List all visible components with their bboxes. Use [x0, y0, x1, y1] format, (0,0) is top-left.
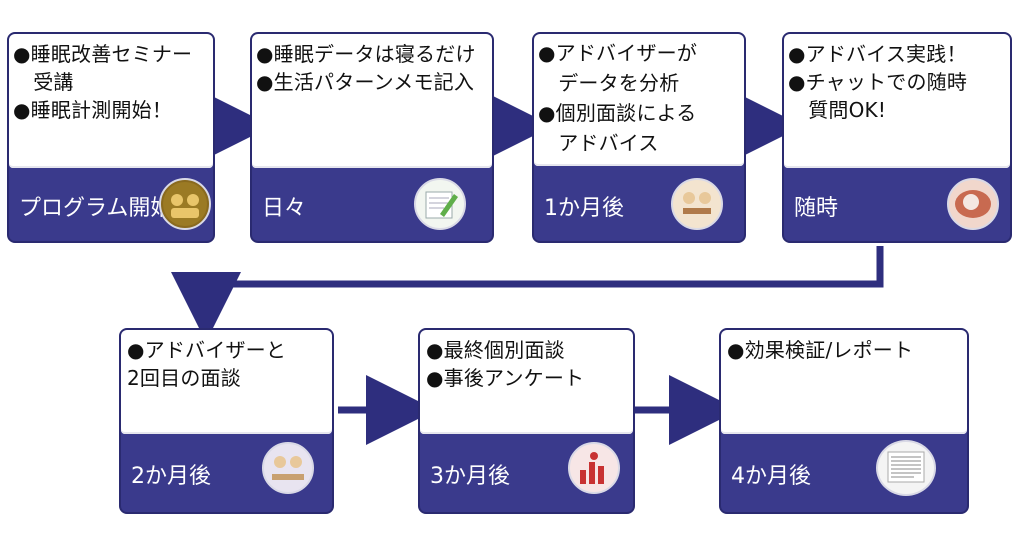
step-line: ●アドバイス実践！ [788, 42, 967, 66]
step-timing-label: 2か月後 [131, 464, 211, 489]
step-card-2-months: ●アドバイザーと 2回目の面談 2か月後 [119, 328, 334, 514]
step-description: ●最終個別面談 ●事後アンケート [420, 330, 633, 434]
step-line: ●生活パターンメモ記入 [256, 70, 475, 94]
step-line: ●睡眠データは寝るだけ [256, 42, 476, 66]
step-line: ●アドバイザーと [127, 338, 287, 362]
step-card-anytime: ●アドバイス実践！ ●チャットでの随時 質問OK! 随時 [782, 32, 1012, 243]
arrow-4-5 [171, 246, 884, 342]
step-line: ●睡眠計測開始！ [13, 98, 173, 122]
meeting-icon [671, 178, 723, 230]
step-line: 質問OK! [788, 98, 887, 122]
step-card-program-start: ●睡眠改善セミナー 受講 ●睡眠計測開始！ プログラム開始 [7, 32, 215, 243]
step-line: ●チャットでの随時 [788, 70, 968, 94]
step-line: ●効果検証/レポート [727, 338, 914, 362]
survey-icon [568, 442, 620, 494]
step-line: データを分析 [538, 71, 680, 95]
step-description: ●アドバイザーが データを分析 ●個別面談による アドバイス [534, 34, 744, 166]
seminar-icon [159, 178, 211, 230]
step-description: ●アドバイス実践！ ●チャットでの随時 質問OK! [784, 34, 1010, 168]
step-description: ●睡眠データは寝るだけ ●生活パターンメモ記入 [252, 34, 492, 168]
step-line: ●事後アンケート [426, 366, 585, 390]
step-description: ●アドバイザーと 2回目の面談 [121, 330, 332, 434]
step-line: ●睡眠改善セミナー [13, 42, 193, 66]
advisor-meeting-icon [262, 442, 314, 494]
step-line: ●個別面談による [538, 101, 697, 125]
step-card-1-month: ●アドバイザーが データを分析 ●個別面談による アドバイス 1か月後 [532, 32, 746, 243]
report-icon [876, 440, 936, 496]
step-timing-label: 日々 [262, 196, 307, 221]
step-line: 受講 [13, 70, 74, 94]
step-line: ●アドバイザーが [538, 41, 698, 65]
step-timing-label: プログラム開始 [19, 196, 173, 221]
step-card-3-months: ●最終個別面談 ●事後アンケート 3か月後 [418, 328, 635, 514]
step-timing-label: 1か月後 [544, 196, 624, 221]
step-timing-label: 3か月後 [430, 464, 510, 489]
step-description: ●睡眠改善セミナー 受講 ●睡眠計測開始！ [9, 34, 213, 168]
step-description: ●効果検証/レポート [721, 330, 967, 434]
step-line: アドバイス [538, 131, 659, 155]
step-timing-label: 随時 [794, 196, 839, 221]
step-card-4-months: ●効果検証/レポート 4か月後 [719, 328, 969, 514]
step-line: ●最終個別面談 [426, 338, 565, 362]
step-timing-label: 4か月後 [731, 464, 811, 489]
chat-bubble-icon [947, 178, 999, 230]
step-card-daily: ●睡眠データは寝るだけ ●生活パターンメモ記入 日々 [250, 32, 494, 243]
memo-pencil-icon [414, 178, 466, 230]
step-line: 2回目の面談 [127, 366, 241, 390]
